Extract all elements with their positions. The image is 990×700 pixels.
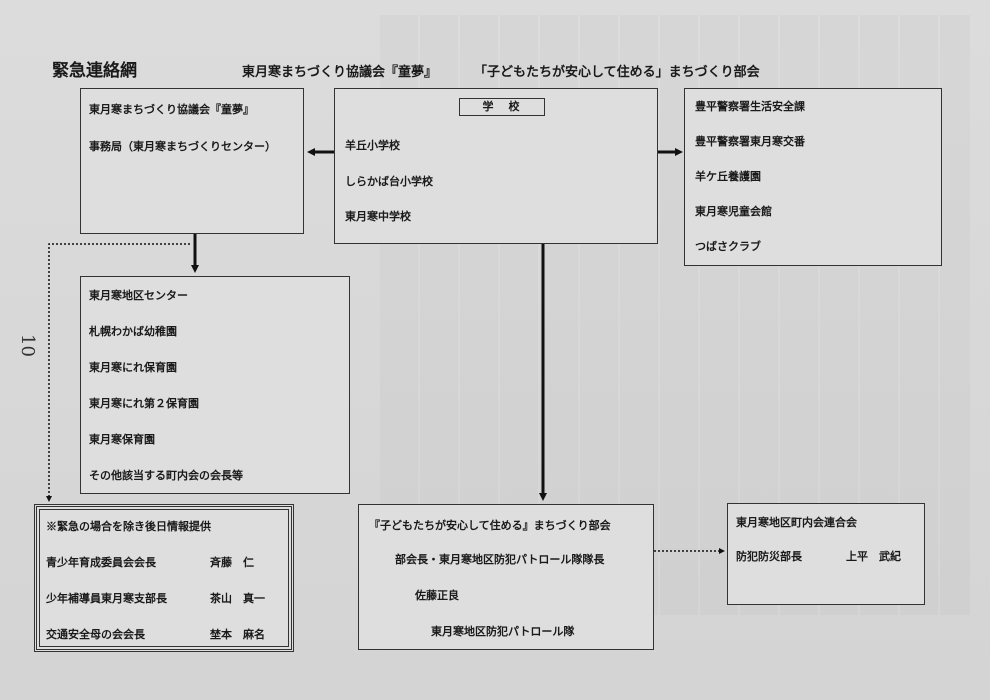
contact-item: 札幌わかば幼稚園 [89, 325, 177, 338]
notice-person: 埜本 麻名 [210, 628, 265, 641]
contact-item: その他該当する町内会の会長等 [89, 469, 243, 482]
dotted-arrow-council-to-notice [46, 243, 190, 502]
center-box: 東月寒地区センター 札幌わかば幼稚園 東月寒にれ保育園 東月寒にれ第２保育園 東… [80, 276, 350, 494]
notice-person: 斉藤 仁 [210, 556, 254, 569]
federation-box: 東月寒地区町内会連合会 防犯防災部長 上平 武紀 [727, 503, 925, 605]
school-item: 東月寒中学校 [345, 210, 411, 223]
contact-item: 東月寒地区センター [89, 289, 188, 302]
council-box: 東月寒まちづくり協議会『童夢』 事務局（東月寒まちづくりセンター） [80, 88, 304, 234]
council-office: 事務局（東月寒まちづくりセンター） [89, 140, 276, 153]
subcommittee-title: 「子どもたちが安心して住める」まちづくり部会 [474, 65, 760, 80]
patrol-unit: 東月寒地区防犯パトロール隊 [431, 625, 575, 638]
contact-item: 東月寒にれ第２保育園 [89, 397, 199, 410]
notice-person: 茶山 真一 [210, 592, 265, 605]
federation-person: 上平 武紀 [846, 550, 901, 563]
organization-title: 東月寒まちづくり協議会『童夢』 [242, 65, 438, 80]
subcommittee-leader: 佐藤正良 [415, 589, 459, 602]
contact-item: 羊ケ丘養護園 [695, 170, 761, 183]
contact-item: つばさクラブ [695, 240, 761, 253]
subcommittee-role: 部会長・東月寒地区防犯パトロール隊隊長 [395, 553, 605, 566]
contact-item: 豊平警察署東月寒交番 [695, 135, 805, 148]
contact-item: 豊平警察署生活安全課 [695, 100, 805, 113]
notice-box: ※緊急の場合を除き後日情報提供 青少年育成委員会会長 斉藤 仁 少年補導員東月寒… [34, 504, 294, 652]
federation-title: 東月寒地区町内会連合会 [736, 516, 857, 529]
contact-item: 東月寒児童会館 [695, 205, 772, 218]
school-item: 羊丘小学校 [345, 139, 400, 152]
school-box: 学 校 羊丘小学校 しらかば台小学校 東月寒中学校 [334, 88, 658, 244]
council-name: 東月寒まちづくり協議会『童夢』 [89, 103, 254, 116]
contact-item: 東月寒にれ保育園 [89, 361, 177, 374]
notice-role: 青少年育成委員会会長 [46, 556, 156, 569]
subcommittee-box-title: 『子どもたちが安心して住める』まちづくり部会 [369, 519, 611, 532]
notice-role: 交通安全母の会会長 [46, 628, 145, 641]
police-box: 豊平警察署生活安全課 豊平警察署東月寒交番 羊ケ丘養護園 東月寒児童会館 つばさ… [684, 88, 942, 266]
notice-title: ※緊急の場合を除き後日情報提供 [46, 520, 211, 533]
subcommittee-box: 『子どもたちが安心して住める』まちづくり部会 部会長・東月寒地区防犯パトロール隊… [358, 504, 654, 650]
page-title: 緊急連絡網 [52, 61, 137, 81]
notice-role: 少年補導員東月寒支部長 [46, 592, 167, 605]
school-box-title: 学 校 [459, 98, 545, 116]
contact-item: 東月寒保育園 [89, 433, 155, 446]
federation-role: 防犯防災部長 [736, 550, 802, 563]
school-item: しらかば台小学校 [345, 175, 433, 188]
